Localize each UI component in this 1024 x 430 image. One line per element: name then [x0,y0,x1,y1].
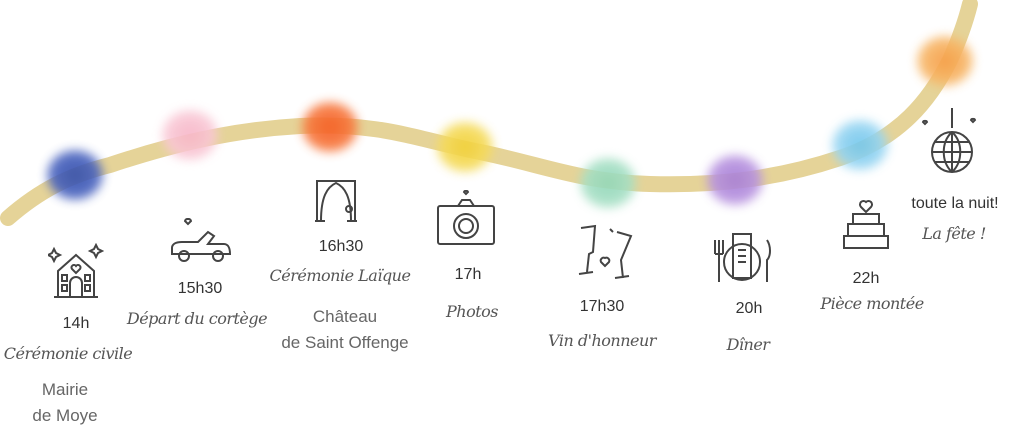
color-splash-gold-orange [917,36,973,86]
event-time: 17h30 [579,298,625,315]
event-title: Vin d'honneur [548,331,656,350]
camera-icon [436,189,496,251]
event-title: Cérémonie Laïque [269,266,411,285]
place-line: Mairie [41,380,89,399]
event-place: Mairie de Moye [32,377,97,429]
color-splash-blue [47,150,103,200]
dinner-plate-icon [711,232,773,289]
place-line: Château [312,307,378,326]
event-title: Photos [446,302,498,321]
event-place: Château de Saint Offenge [281,304,408,356]
color-splash-green [580,158,636,208]
event-time: 20h [735,300,763,317]
town-hall-icon [45,242,105,304]
place-line: de Moye [32,406,98,425]
event-time: 17h [454,266,482,283]
champagne-glasses-icon [575,222,637,285]
color-splash-pink [162,110,218,160]
color-splash-orange [302,102,358,152]
event-time: 14h [62,315,90,332]
place-line: de Saint Offenge [281,333,409,352]
event-title: Départ du cortège [126,309,268,328]
disco-ball-icon [921,108,983,183]
event-time: 15h30 [177,280,223,297]
event-title: Cérémonie civile [3,344,133,363]
event-time: 22h [852,270,880,287]
event-time: 16h30 [318,238,364,255]
wedding-arch-icon [313,177,359,228]
color-splash-purple [707,155,763,205]
event-title: Dîner [726,335,770,354]
event-title: La fête ! [922,224,986,243]
color-splash-yellow [437,122,493,172]
wedding-cake-icon [842,198,890,255]
event-time: toute la nuit! [911,195,999,212]
event-title: Pièce montée [820,294,924,313]
color-splash-light-blue [832,120,888,170]
wedding-car-icon [168,217,232,271]
